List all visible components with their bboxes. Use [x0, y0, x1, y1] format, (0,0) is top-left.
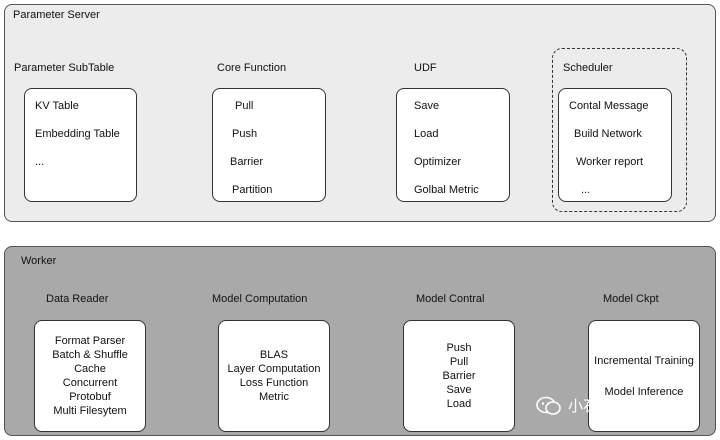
- watermark-text: 小石头的码疯窝: [568, 398, 674, 415]
- udf-title: UDF: [414, 62, 437, 74]
- barrier-item: Barrier: [442, 370, 476, 382]
- scheduler-box: Contal Message Build Network Worker repo…: [558, 88, 672, 202]
- core-function-title: Core Function: [217, 62, 287, 74]
- barrier-item: Barrier: [230, 156, 264, 168]
- multi-filesytem-item: Multi Filesytem: [53, 405, 127, 417]
- scheduler-title: Scheduler: [563, 62, 613, 74]
- parameter-subtable-box: KV Table Embedding Table ...: [24, 88, 137, 202]
- cache-item: Cache: [74, 363, 106, 375]
- save-item: Save: [414, 100, 440, 112]
- load-item: Load: [446, 398, 472, 410]
- model-ckpt-box: Incremental Training Model Inference: [588, 320, 700, 432]
- blas-item: BLAS: [259, 349, 289, 361]
- model-computation-title: Model Computation: [212, 293, 308, 305]
- data-reader-title: Data Reader: [46, 293, 109, 305]
- embedding-table-item: Embedding Table: [35, 128, 120, 140]
- parameter-subtable-title: Parameter SubTable: [14, 62, 115, 74]
- model-computation-box: BLAS Layer Computation Loss Function Met…: [218, 320, 330, 432]
- model-contral-title: Model Contral: [416, 293, 485, 305]
- udf-box: Save Load Optimizer Golbal Metric: [396, 88, 510, 202]
- partition-item: Partition: [232, 184, 273, 196]
- pull-item: Pull: [235, 100, 254, 112]
- model-contral-box: Push Pull Barrier Save Load: [403, 320, 515, 432]
- layer-computation-item: Layer Computation: [227, 363, 321, 375]
- model-inference-item: Model Inference: [604, 385, 684, 398]
- push-item: Push: [446, 342, 472, 354]
- scheduler-dashed-border: [552, 48, 687, 212]
- golbal-metric-item: Golbal Metric: [414, 184, 479, 196]
- protobuf-item: Protobuf: [69, 391, 111, 403]
- wechat-icon: [536, 396, 561, 415]
- core-function-box: Pull Push Barrier Partition: [212, 88, 326, 202]
- worker-title: Worker: [21, 255, 57, 267]
- concurrent-item: Concurrent: [62, 377, 118, 389]
- save-item: Save: [446, 384, 472, 396]
- watermark: 小石头的码疯窝: [536, 395, 673, 416]
- contal-message-item: Contal Message: [569, 100, 649, 112]
- incremental-training-item: Incremental Training: [594, 354, 694, 367]
- format-parser-item: Format Parser: [54, 335, 126, 347]
- optimizer-item: Optimizer: [414, 156, 462, 168]
- pull-item: Pull: [449, 356, 469, 368]
- parameter-server-title: Parameter Server: [13, 9, 100, 21]
- worker-report-item: Worker report: [576, 156, 644, 168]
- loss-function-item: Loss Function: [239, 377, 309, 389]
- build-network-item: Build Network: [574, 128, 642, 140]
- batch-shuffle-item: Batch & Shuffle: [52, 349, 128, 361]
- data-reader-box: Format Parser Batch & Shuffle Cache Conc…: [34, 320, 146, 432]
- metric-item: Metric: [259, 391, 289, 403]
- model-ckpt-title: Model Ckpt: [603, 293, 659, 305]
- ellipsis-item: ...: [35, 156, 45, 168]
- load-item: Load: [414, 128, 439, 140]
- kv-table-item: KV Table: [35, 100, 79, 112]
- ellipsis-item: ...: [581, 184, 591, 196]
- push-item: Push: [232, 128, 258, 140]
